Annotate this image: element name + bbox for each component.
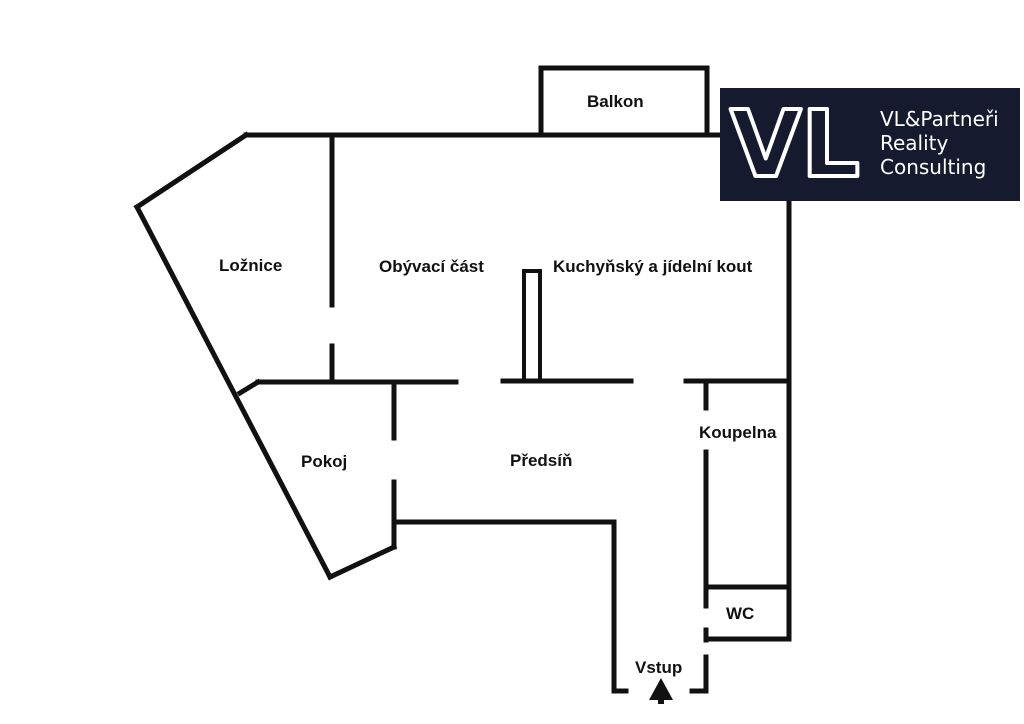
room-label-balkon: Balkon xyxy=(587,92,644,111)
upper-left-diagonal-wall xyxy=(133,131,250,211)
company-logo: VL VL&Partneři Reality Consulting xyxy=(720,88,1020,201)
pokoj-bottom-wall xyxy=(326,543,398,581)
left-diagonal-wall xyxy=(133,203,334,581)
room-label-kuchynsky-kout: Kuchyňský a jídelní kout xyxy=(553,257,753,276)
vl-logo-icon: VL xyxy=(728,89,862,200)
logo-mark-text: VL xyxy=(730,91,860,198)
kitchen-counter xyxy=(522,269,542,383)
interior-wall-left xyxy=(236,378,262,397)
logo-line-3: Consulting xyxy=(880,155,987,179)
room-label-wc: WC xyxy=(726,604,754,623)
room-label-obyvaci-cast: Obývací část xyxy=(379,257,484,276)
walls xyxy=(133,65,792,694)
logo-line-2: Reality xyxy=(880,131,949,155)
logo-line-1: VL&Partneři xyxy=(880,107,999,131)
hallway-bottom-wall xyxy=(391,519,617,668)
room-label-loznice: Ložnice xyxy=(219,256,282,275)
entry-left-jamb xyxy=(611,662,629,694)
balcony-wall xyxy=(538,65,710,137)
room-labels: Balkon Ložnice Obývací část Kuchyňský a … xyxy=(219,92,777,677)
room-label-vstup: Vstup xyxy=(635,658,682,677)
room-label-koupelna: Koupelna xyxy=(699,423,777,442)
entry-arrow-stem-icon xyxy=(658,698,664,704)
room-label-predsin: Předsíň xyxy=(510,451,572,470)
logo-wordmark: VL&Partneři Reality Consulting xyxy=(880,107,999,179)
room-label-pokoj: Pokoj xyxy=(301,452,347,471)
entry-right-jamb xyxy=(689,654,709,694)
entry-arrow-icon xyxy=(649,678,673,700)
